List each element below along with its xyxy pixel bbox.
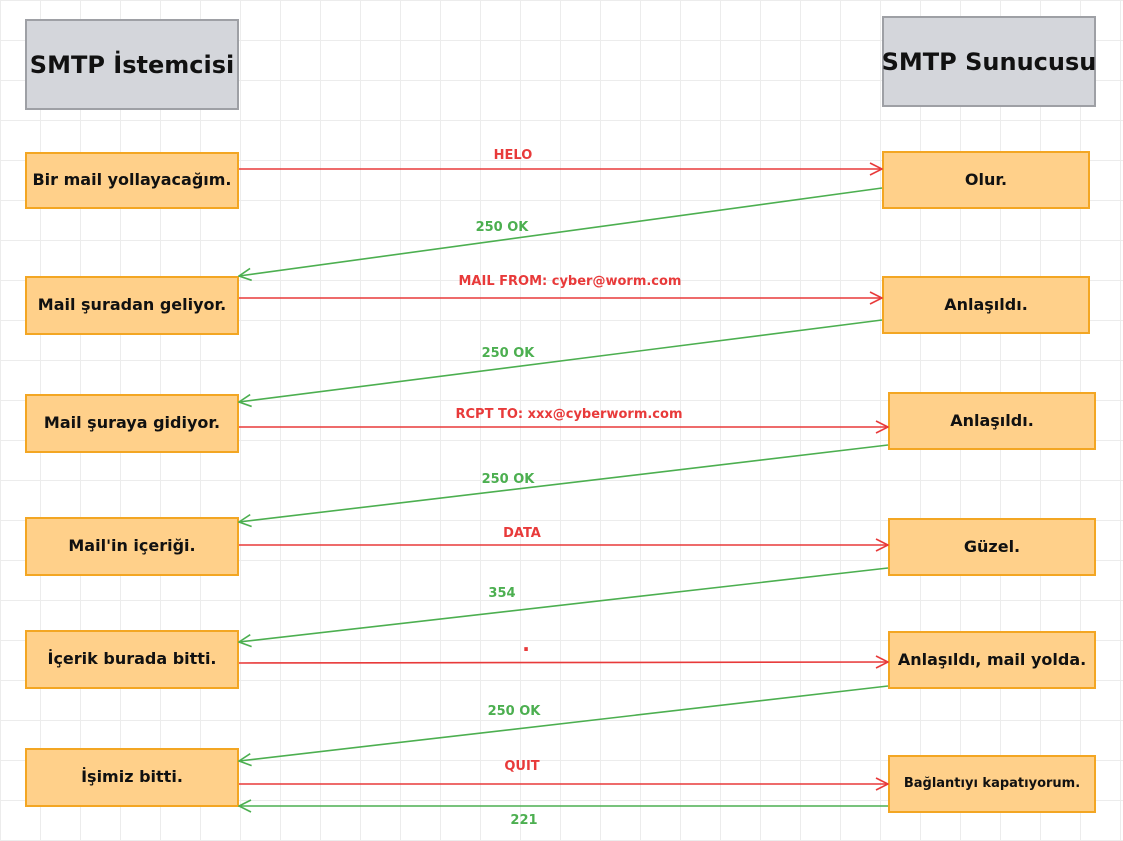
- client-header: SMTP İstemcisi: [25, 19, 239, 110]
- reply-arrow-2: [239, 319, 883, 402]
- reply-arrow-1: [239, 187, 883, 276]
- command-label-5: .: [522, 632, 530, 656]
- reply-label-2: 250 OK: [482, 346, 536, 361]
- server-step-2: Anlaşıldı.: [882, 276, 1090, 334]
- client-step-4: Mail'in içeriği.: [25, 517, 239, 576]
- reply-arrow-3: [239, 444, 889, 522]
- reply-arrow-5: [239, 685, 889, 761]
- server-step-4: Güzel.: [888, 518, 1096, 576]
- server-step-6: Bağlantıyı kapatıyorum.: [888, 755, 1096, 813]
- server-step-3: Anlaşıldı.: [888, 392, 1096, 450]
- server-step-1: Olur.: [882, 151, 1090, 209]
- reply-label-4: 354: [488, 586, 515, 601]
- command-label-1: HELO: [494, 148, 533, 163]
- client-step-5: İçerik burada bitti.: [25, 630, 239, 689]
- reply-label-5: 250 OK: [488, 704, 542, 719]
- command-label-6: QUIT: [504, 759, 539, 774]
- reply-label-3: 250 OK: [482, 472, 536, 487]
- server-header: SMTP Sunucusu: [882, 16, 1096, 107]
- client-step-1: Bir mail yollayacağım.: [25, 152, 239, 209]
- reply-arrow-4: [239, 567, 889, 642]
- client-step-6: İşimiz bitti.: [25, 748, 239, 807]
- command-label-3: RCPT TO: xxx@cyberworm.com: [455, 407, 682, 422]
- client-step-3: Mail şuraya gidiyor.: [25, 394, 239, 453]
- command-label-4: DATA: [503, 526, 541, 541]
- reply-label-6: 221: [510, 813, 537, 828]
- command-arrow-5: [238, 662, 888, 663]
- client-step-2: Mail şuradan geliyor.: [25, 276, 239, 335]
- reply-label-1: 250 OK: [476, 220, 530, 235]
- command-label-2: MAIL FROM: cyber@worm.com: [459, 274, 682, 289]
- server-step-5: Anlaşıldı, mail yolda.: [888, 631, 1096, 689]
